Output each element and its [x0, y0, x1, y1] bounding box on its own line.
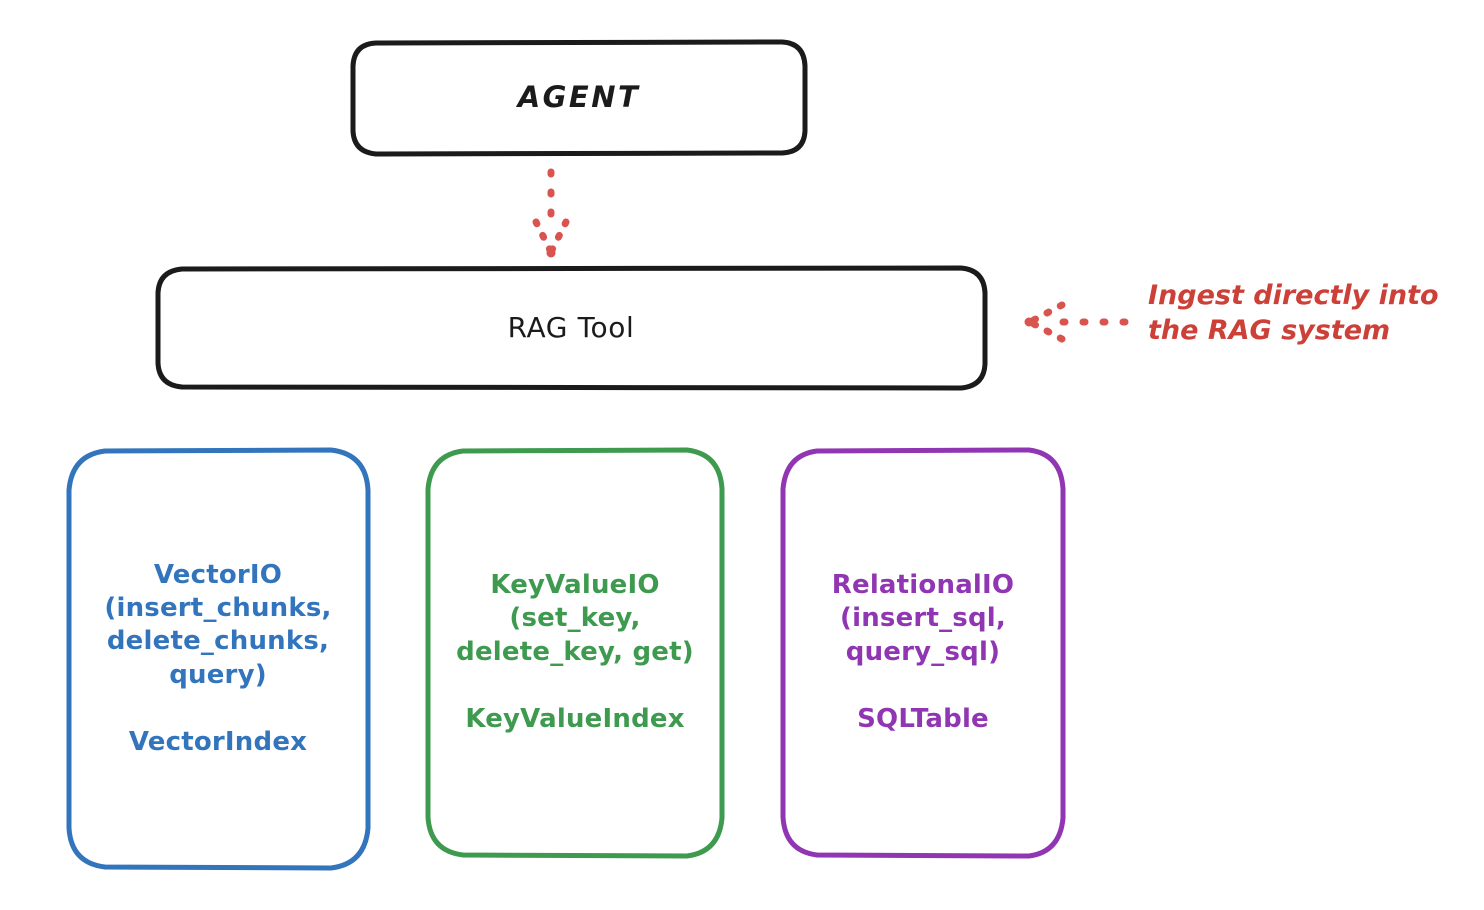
vector-io-node[interactable]: VectorIO (insert_chunks, delete_chunks, …	[68, 450, 368, 868]
keyvalue-io-box-outline	[425, 447, 725, 859]
relational-io-node[interactable]: RelationalIO (insert_sql, query_sql) SQL…	[783, 450, 1063, 855]
rag-tool-box-outline	[155, 265, 988, 391]
agent-to-rag-tool-connector	[532, 168, 570, 258]
agent-node[interactable]: AGENT	[353, 42, 805, 154]
keyvalue-io-primary-label: KeyValueIO (set_key, delete_key, get)	[456, 569, 694, 667]
ingest-annotation-text: Ingest directly into the RAG system	[1148, 280, 1439, 347]
agent-box-outline	[350, 39, 808, 157]
relational-io-primary-label: RelationalIO (insert_sql, query_sql)	[831, 569, 1015, 667]
sql-table-label: SQLTable	[857, 703, 989, 734]
rag-tool-label: RAG Tool	[507, 311, 635, 345]
keyvalue-io-node[interactable]: KeyValueIO (set_key, delete_key, get) Ke…	[428, 450, 722, 855]
keyvalue-index-label: KeyValueIndex	[465, 703, 685, 734]
vector-io-box-outline	[66, 447, 371, 871]
relational-io-box-outline	[780, 447, 1066, 859]
rag-tool-node[interactable]: RAG Tool	[157, 268, 985, 388]
vector-io-primary-label: VectorIO (insert_chunks, delete_chunks, …	[104, 559, 332, 690]
vector-index-label: VectorIndex	[128, 726, 308, 757]
agent-label: AGENT	[517, 80, 641, 115]
ingest-to-rag-tool-connector	[1024, 301, 1129, 343]
